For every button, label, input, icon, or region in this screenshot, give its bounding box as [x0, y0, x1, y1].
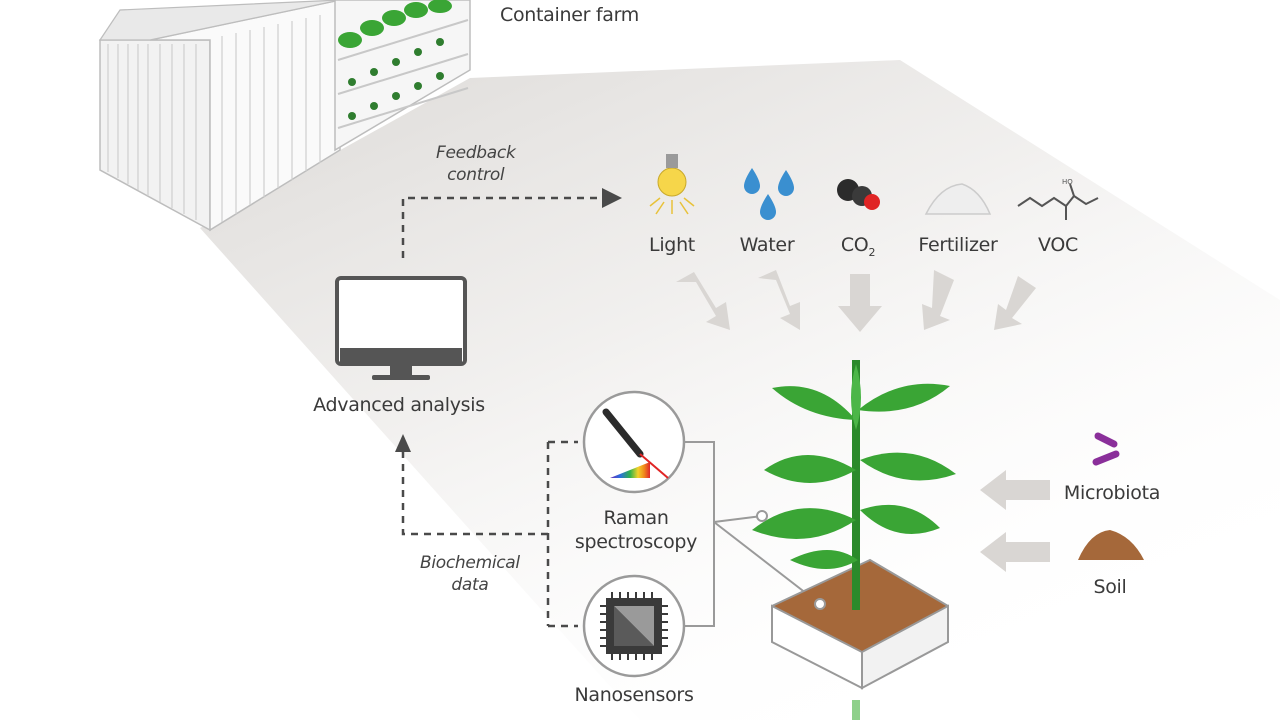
voc-structure-mark: HO [1062, 178, 1073, 186]
feedback-label-line2: control [447, 165, 505, 185]
sensor-bracket [684, 441, 715, 627]
biochemical-connector [401, 440, 578, 628]
co2-molecule-icon [837, 179, 880, 210]
fertilizer-label: Fertilizer [918, 234, 998, 256]
biochemical-arrowhead [395, 434, 411, 452]
soil-pile-icon [1078, 530, 1144, 560]
soil-label: Soil [1093, 576, 1127, 598]
water-drops-icon [744, 168, 794, 220]
advanced-analysis-label: Advanced analysis [313, 394, 485, 416]
water-label: Water [739, 234, 795, 256]
leaf-probe-line [713, 515, 763, 523]
container-farm-label: Container farm [500, 4, 640, 26]
soil-probe-line [713, 521, 821, 605]
raman-label-line1: Raman [603, 507, 669, 529]
biochemical-data-label: Biochemical data [420, 552, 520, 596]
chip-icon [582, 574, 686, 678]
feedback-control-label: Feedback control [436, 142, 516, 186]
monitor-icon [335, 276, 467, 380]
raman-label-line2: spectroscopy [574, 531, 698, 553]
raman-probe-icon [582, 390, 686, 494]
nanosensors-label: Nanosensors [574, 684, 694, 706]
co2-label-main: CO [840, 234, 869, 256]
co2-label-subscript: 2 [868, 246, 876, 259]
microbiota-label: Microbiota [1063, 482, 1161, 504]
leaf-probe-point [756, 510, 768, 522]
microbe-icon [1092, 432, 1120, 466]
plant-illustration [752, 360, 956, 720]
feedback-connector [401, 188, 622, 258]
container-farm-illustration [98, 0, 471, 232]
co2-label: CO2 [840, 234, 876, 259]
projection-beam [200, 60, 1280, 720]
raman-spectroscopy-label: Raman spectroscopy [574, 506, 698, 554]
soil-probe-point [814, 598, 826, 610]
feedback-label-line1: Feedback [436, 143, 516, 163]
voc-label: VOC [1038, 234, 1078, 256]
lightbulb-icon [649, 154, 695, 215]
input-arrows [676, 270, 1050, 572]
biochemical-label-line1: Biochemical [420, 553, 520, 573]
light-label: Light [649, 234, 695, 256]
biochemical-label-line2: data [451, 575, 489, 595]
fertilizer-pile-icon [924, 183, 992, 215]
voc-molecule-icon [1017, 183, 1099, 220]
